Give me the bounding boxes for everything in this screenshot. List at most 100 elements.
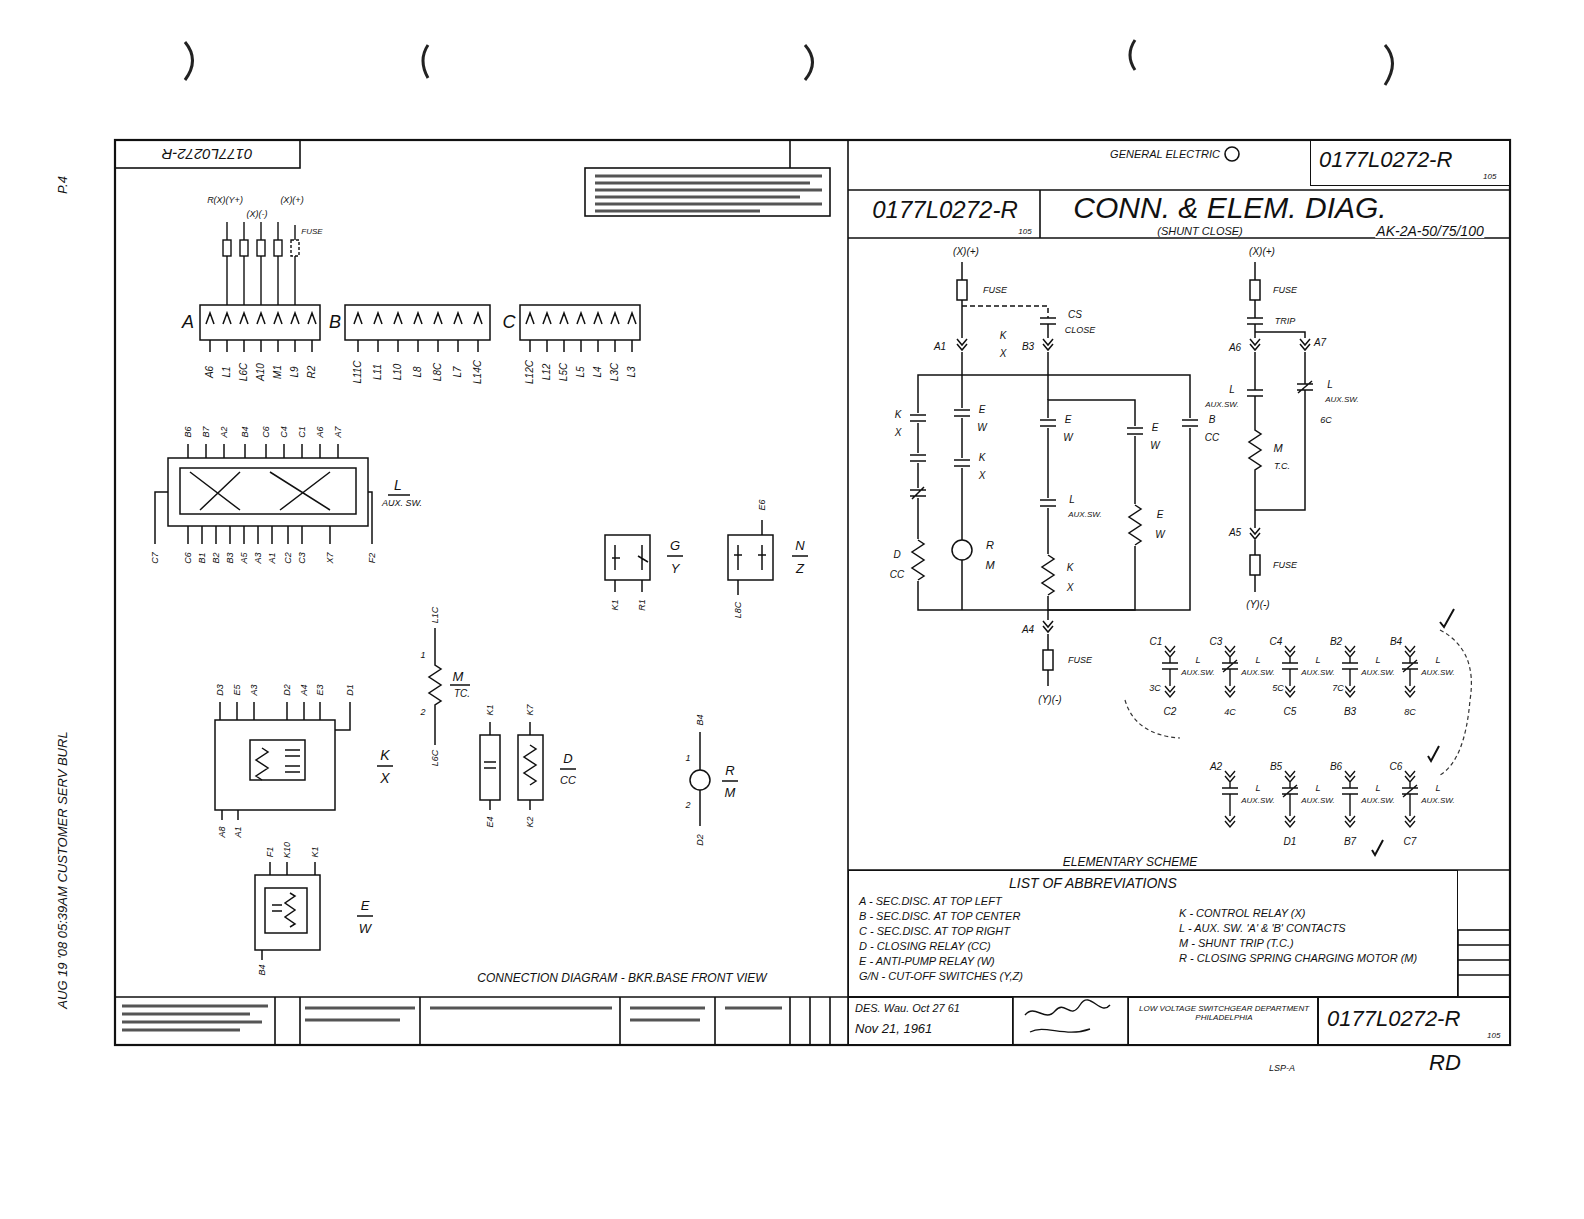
cutoff-switch-symbol [728, 535, 773, 580]
box-text: 0177L0272-R [1327, 1006, 1460, 1031]
drawing-label: B4 [696, 713, 705, 726]
drawing-label: CONNECTION DIAGRAM - BKR.BASE FRONT VIEW [476, 972, 767, 984]
drawing-label: (Y)(-) [1037, 695, 1062, 705]
box-text: D - CLOSING RELAY (CC) [859, 940, 991, 953]
drawing-label: 2 [419, 708, 426, 717]
drawing-label: C5 [1283, 707, 1298, 717]
terminal-strip [530, 340, 632, 352]
drawing-label: L [1434, 656, 1441, 665]
drawing-label: B7 [202, 425, 211, 438]
drawing-label: L14C [473, 359, 483, 385]
drawing-label: L3C [610, 362, 620, 382]
drawing-label: B3 [226, 551, 235, 564]
drawing-label: AUX. SW. [381, 499, 423, 508]
drawing-label: M [452, 670, 465, 683]
drawing-label: CC [889, 570, 905, 580]
elementary-wiring [962, 262, 1048, 375]
drawing-label: D2 [696, 833, 705, 847]
elementary-wiring [1250, 339, 1310, 350]
terminal-strip [354, 313, 482, 324]
drawing-label: B4 [1389, 637, 1403, 647]
drawing-label: AUX.SW. [1300, 669, 1335, 677]
resistor-symbol [240, 240, 248, 256]
drawing-label: C4 [280, 425, 289, 439]
drawing-label: A6 [1228, 343, 1242, 353]
drawing-label: A2 [1209, 762, 1223, 772]
drawing-label: (X)(+) [1248, 247, 1276, 257]
drawing-label: L10 [393, 363, 403, 382]
drawing-label: AUX.SW. [1240, 797, 1275, 805]
drawing-label: C2 [284, 551, 293, 565]
drawing-label: AUX.SW. [1067, 511, 1102, 519]
drawing-label: A8 [218, 825, 227, 838]
drawing-label: L12 [542, 363, 552, 382]
box-text: B - SEC.DISC. AT TOP CENTER [859, 910, 1020, 923]
resistor-symbol [223, 222, 299, 305]
elementary-wiring [912, 505, 1141, 595]
elementary-wiring [1250, 280, 1260, 300]
drawing-frame [115, 140, 1510, 1045]
drawing-label: A3 [250, 683, 259, 696]
drawing-label: (X)(+) [952, 247, 980, 257]
drawing-label: A7 [334, 425, 343, 438]
drawing-label: C1 [1149, 637, 1164, 647]
elementary-wiring [1247, 262, 1305, 338]
drawing-label: TC. [453, 689, 471, 699]
box-text: 0177L0272-R [1319, 147, 1452, 172]
aux-contact-symbol [1402, 646, 1418, 697]
drawing-label: L5 [576, 365, 586, 378]
terminal-strip [206, 313, 316, 324]
title-block-box: 0177L0272-R105 [1310, 140, 1510, 186]
drawing-label: D1 [346, 683, 355, 697]
drawing-label: B4 [241, 425, 250, 438]
drawing-label: A5 [1228, 528, 1242, 538]
elementary-wiring [957, 280, 967, 300]
title-block-box: DES. Wau. Oct 27 61 Nov 21, 1961 [848, 997, 1013, 1045]
drawing-label: A1 [933, 342, 947, 352]
drawing-label: L11C [353, 359, 363, 384]
drawing-label: M [724, 786, 737, 799]
drawing-label: E6 [758, 498, 767, 511]
box-text: C - SEC.DISC. AT TOP RIGHT [859, 925, 1010, 938]
drawing-label: K [379, 748, 390, 762]
terminal-strip [210, 340, 312, 352]
drawing-label: G [669, 539, 681, 552]
drawing-label: K10 [283, 841, 292, 859]
drawing-label: L [1374, 656, 1381, 665]
drawing-label: B [328, 313, 342, 331]
drawing-label: Z [795, 562, 805, 575]
drawing-label: (SHUNT CLOSE) [1156, 226, 1244, 237]
drawing-label: L [1314, 784, 1321, 793]
drawing-label: C2 [1163, 707, 1178, 717]
drawing-label: B2 [1329, 637, 1343, 647]
drawing-label: L [1314, 656, 1321, 665]
motor-symbol [690, 770, 710, 790]
drawing-label: L8C [734, 601, 743, 620]
drawing-label: M [1272, 443, 1283, 454]
box-text: Nov 21, 1961 [855, 1022, 932, 1037]
drawing-label: A3 [254, 551, 263, 564]
box-text: DES. Wau. Oct 27 61 [855, 1002, 960, 1015]
drawing-label: C6 [262, 425, 271, 439]
aux-contact-symbol [1282, 771, 1298, 827]
drawing-frame [115, 140, 1510, 1045]
check-mark [1372, 609, 1454, 855]
drawing-label: FUSE [982, 286, 1008, 295]
motor-symbol [700, 732, 738, 826]
drawing-label: R(X)(Y+) [206, 196, 244, 205]
drawing-label: FUSE [300, 228, 323, 236]
resistor-symbol [274, 240, 282, 256]
drawing-label: X [978, 471, 987, 481]
drawing-label: A4 [1021, 625, 1035, 635]
drawing-label: K1 [611, 598, 620, 611]
drawing-label: L8 [413, 365, 423, 378]
drawing-label: K1 [311, 845, 320, 858]
drawing-label: 7C [1331, 684, 1345, 693]
drawing-frame [275, 997, 1318, 1045]
aux-contact-symbol [1342, 771, 1358, 827]
illegible-note-text [122, 176, 822, 1030]
elementary-wiring [910, 262, 1313, 686]
drawing-label: A10 [256, 362, 266, 382]
drawing-label: B7 [1343, 837, 1357, 847]
box-text: A - SEC.DISC. AT TOP LEFT [859, 895, 1002, 908]
